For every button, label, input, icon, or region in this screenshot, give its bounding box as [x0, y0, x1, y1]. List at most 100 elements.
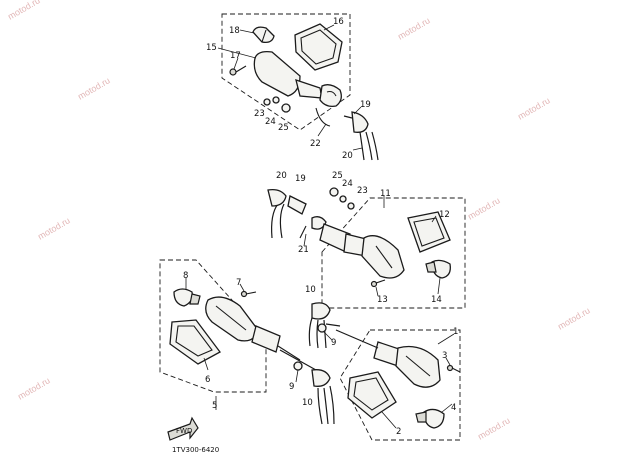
callout-9-upper: 9 [331, 338, 336, 348]
flasher-housing-right [335, 329, 441, 388]
flasher-housing-left [205, 296, 317, 371]
leader-19-top [353, 106, 362, 115]
leader-22 [317, 123, 327, 137]
lens-cover-16 [294, 23, 343, 71]
callout-24-top: 24 [265, 117, 276, 127]
bulb-14 [425, 259, 451, 279]
wire-leads-20-mid [267, 188, 307, 239]
leader-3 [445, 357, 451, 366]
watermark: motod.ru [36, 215, 72, 241]
watermark: motod.ru [16, 375, 52, 401]
leader-4 [441, 403, 453, 413]
callout-25-top: 25 [278, 123, 289, 133]
leader-9-lower [295, 369, 299, 383]
diagram-code: 1TV300-6420 [172, 446, 219, 454]
screw-13 [370, 279, 386, 288]
top-front-flasher-group [221, 13, 379, 161]
callout-17: 17 [230, 51, 241, 61]
group-boundary-right [339, 329, 461, 441]
washer-23-mid [347, 202, 355, 210]
leader-13 [375, 286, 379, 297]
center-wiring [293, 302, 341, 425]
callout-13: 13 [377, 295, 388, 305]
callout-2: 2 [396, 427, 401, 437]
callout-14: 14 [431, 295, 442, 305]
washer-24 [272, 96, 280, 104]
grommet-21 [299, 216, 327, 239]
leader-9-upper [323, 331, 333, 341]
callout-24-mid: 24 [342, 179, 353, 189]
callout-4: 4 [451, 403, 456, 413]
leader-17 [233, 57, 239, 70]
leader-18 [239, 29, 255, 34]
lens-cover-6 [169, 319, 221, 365]
leader-14 [437, 277, 441, 295]
callout-22: 22 [310, 139, 321, 149]
watermark: motod.ru [466, 195, 502, 221]
left-rear-flasher-group [159, 259, 317, 393]
washer-25-mid [329, 187, 339, 197]
callout-23-mid: 23 [357, 186, 368, 196]
wire-leads-20 [343, 115, 379, 161]
leader-1 [437, 333, 455, 345]
callout-12: 12 [439, 210, 450, 220]
callout-10-lower: 10 [302, 398, 313, 408]
grommet-10-lower [311, 369, 335, 425]
grommet-19 [351, 111, 369, 133]
leader-21 [303, 233, 307, 247]
watermark: motod.ru [396, 15, 432, 41]
bulb-4 [415, 408, 445, 429]
callout-8: 8 [183, 271, 188, 281]
screw-7 [240, 290, 257, 298]
bracket-22 [315, 84, 342, 127]
watermark: motod.ru [516, 95, 552, 121]
leader-2 [381, 411, 397, 429]
watermark: motod.ru [6, 0, 42, 22]
leader-16 [323, 24, 335, 31]
leader-7 [239, 283, 245, 292]
right-rear-flasher-group [335, 329, 461, 441]
callout-18: 18 [229, 26, 240, 36]
middle-flasher-group [267, 187, 466, 309]
callout-5: 5 [212, 401, 217, 411]
watermark: motod.ru [556, 305, 592, 331]
callout-23-top: 23 [254, 109, 265, 119]
callout-21: 21 [298, 245, 309, 255]
callout-16: 16 [333, 17, 344, 27]
callout-1: 1 [453, 327, 458, 337]
callout-leaders [185, 24, 455, 429]
leader-6 [203, 357, 209, 371]
watermark-layer: motod.ru motod.ru motod.ru motod.ru moto… [6, 0, 592, 442]
callout-19-top: 19 [360, 100, 371, 110]
callout-7: 7 [236, 278, 241, 288]
bulb-8 [173, 288, 201, 307]
washer-25 [281, 103, 291, 113]
callout-3: 3 [442, 351, 447, 361]
fwd-label: FWD [176, 427, 192, 435]
callout-20-mid: 20 [276, 171, 287, 181]
grommet-10-upper [308, 302, 331, 349]
group-boundary-middle [321, 197, 466, 309]
leader-12 [431, 215, 437, 223]
leader-15 [217, 47, 257, 59]
bulb-18 [252, 26, 275, 44]
watermark: motod.ru [476, 415, 512, 441]
screw-17 [229, 65, 247, 76]
group-boundary-left [159, 259, 267, 393]
callout-15: 15 [206, 43, 217, 53]
washer-24-mid [339, 195, 347, 203]
callout-25-mid: 25 [332, 171, 343, 181]
screw-3 [446, 364, 461, 373]
callout-20-top: 20 [342, 151, 353, 161]
group-boundary-top [221, 13, 351, 131]
washer-23 [263, 98, 271, 106]
callout-11: 11 [380, 189, 391, 199]
callout-19-mid: 19 [295, 174, 306, 184]
fwd-arrow: FWD [167, 416, 199, 441]
callout-10-upper: 10 [305, 285, 316, 295]
callout-9-lower: 9 [289, 382, 294, 392]
grommet-9-upper [317, 323, 341, 333]
leader-20-top [352, 147, 363, 151]
lens-cover-2 [347, 371, 397, 419]
